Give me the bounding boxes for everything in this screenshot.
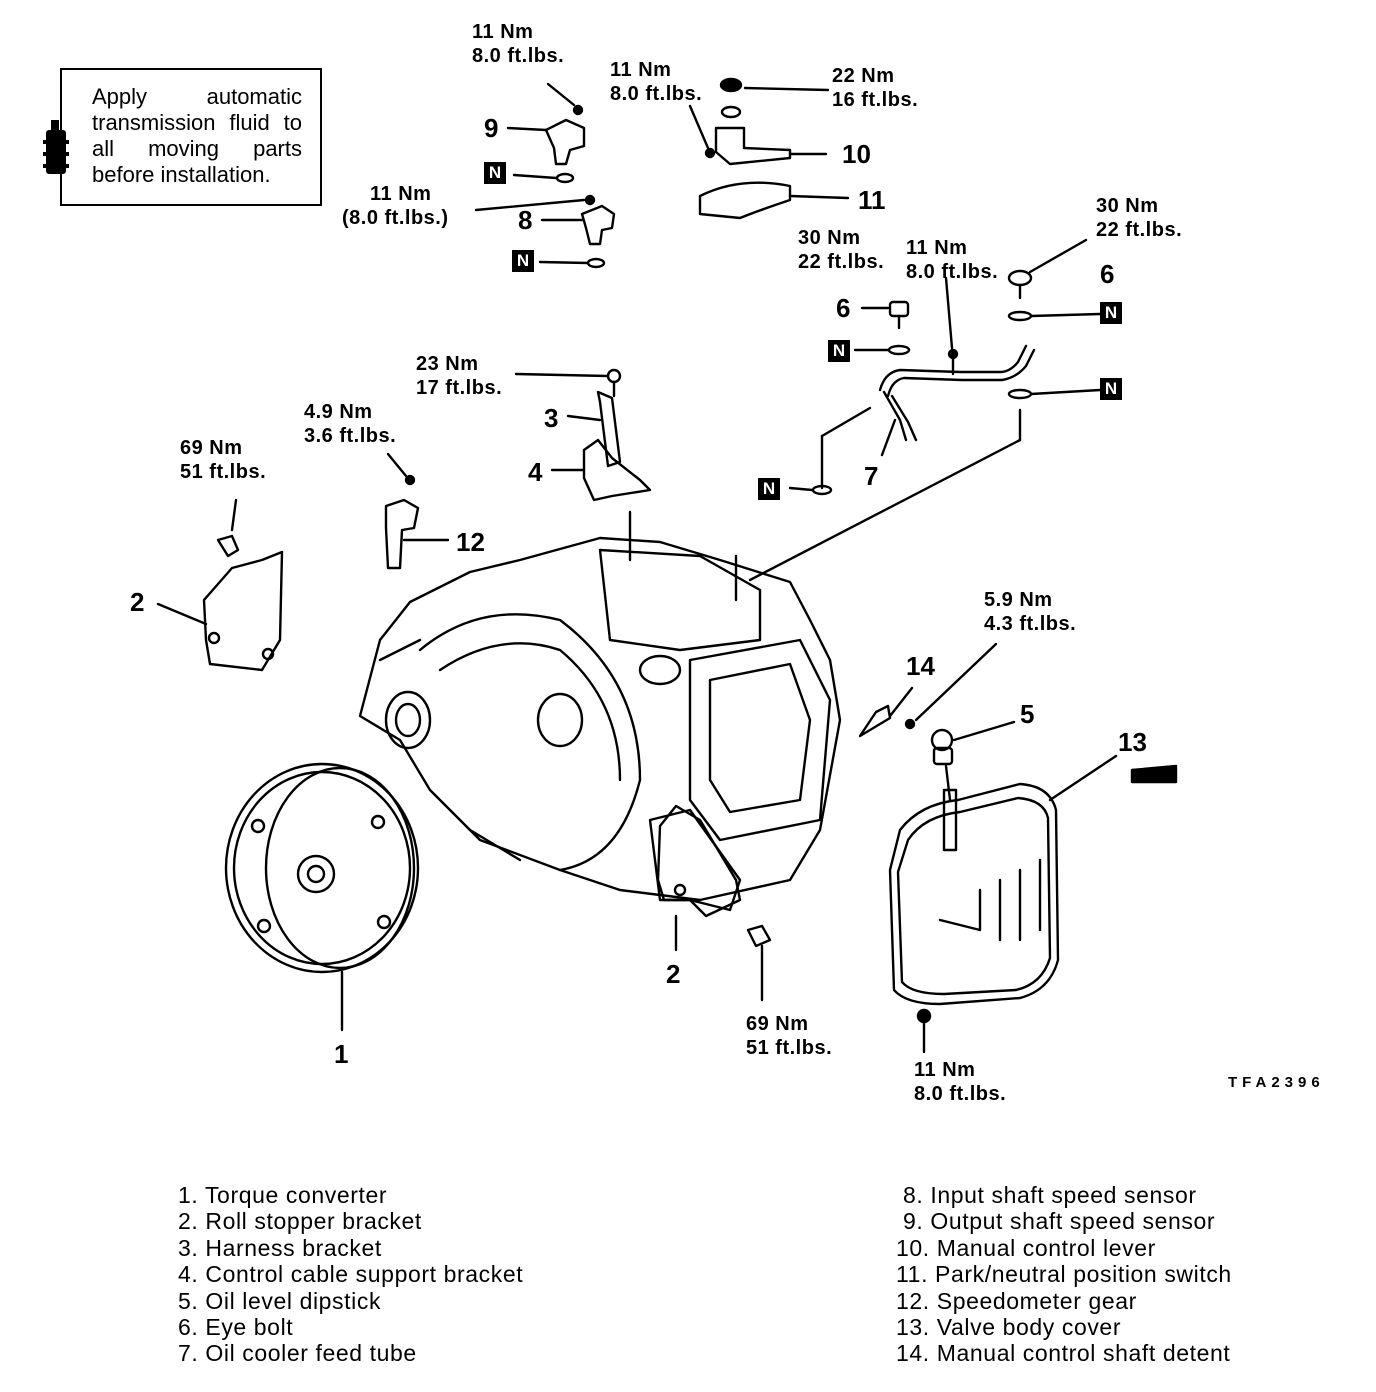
oil-cooler-tube-assembly	[748, 238, 1102, 582]
n-marker-6-left: N	[828, 340, 850, 362]
torque-14-nm: 5.9 Nm	[984, 589, 1053, 611]
torque-8-nm: 11 Nm	[370, 183, 432, 205]
torque-10w-ft: 16 ft.lbs.	[832, 89, 919, 111]
legend-item: 4. Control cable support bracket	[178, 1261, 524, 1288]
torque-9-ft: 8.0 ft.lbs.	[472, 45, 565, 67]
transmission-case	[358, 510, 842, 912]
torque-3-ft: 17 ft.lbs.	[416, 377, 503, 399]
legend-item: 5. Oil level dipstick	[178, 1287, 382, 1314]
valve-body-cover	[888, 754, 1178, 1054]
atf-note-box: Apply automatic transmission fluid to al…	[60, 68, 322, 206]
torque-6b-nm: 30 Nm	[1096, 195, 1159, 217]
torque-10-ft: 8.0 ft.lbs.	[610, 83, 703, 105]
roll-stopper-bracket-left	[156, 498, 284, 672]
torque-6a-nm: 30 Nm	[798, 227, 861, 249]
legend-item: 9. Output shaft speed sensor	[896, 1208, 1216, 1235]
torque-2a-nm: 69 Nm	[180, 437, 243, 459]
torque-13-ft: 8.0 ft.lbs.	[914, 1083, 1007, 1105]
n-marker-8: N	[512, 250, 534, 272]
torque-6a-ft: 22 ft.lbs.	[798, 251, 885, 273]
legend-item: 7. Oil cooler feed tube	[178, 1340, 417, 1367]
part-number-13: 13	[1118, 727, 1147, 757]
legend-left: 1. Torque converter 2. Roll stopper brac…	[178, 1182, 523, 1367]
torque-10w-nm: 22 Nm	[832, 65, 895, 87]
part-number-8: 8	[518, 205, 533, 235]
torque-2a-ft: 51 ft.lbs.	[180, 461, 267, 483]
torque-8-ft: (8.0 ft.lbs.)	[342, 207, 449, 229]
part-number-6-right: 6	[1100, 259, 1115, 289]
part-number-3: 3	[544, 403, 559, 433]
legend-item: 6. Eye bolt	[178, 1314, 294, 1341]
n-marker-7: N	[758, 478, 780, 500]
part-number-2-lower: 2	[666, 959, 681, 989]
legend-item: 13. Valve body cover	[896, 1314, 1122, 1341]
torque-9-nm: 11 Nm	[472, 21, 534, 43]
roll-stopper-bracket-lower	[656, 804, 772, 1002]
torque-converter	[224, 762, 420, 1032]
manual-control-shaft-detent	[858, 642, 998, 738]
part-number-11: 11	[858, 185, 886, 215]
torque-12-nm: 4.9 Nm	[304, 401, 373, 423]
n-marker-6-lower: N	[1100, 378, 1122, 400]
n-marker-9: N	[484, 162, 506, 184]
atf-note-text: Apply automatic transmission fluid to al…	[92, 84, 302, 187]
oil-level-dipstick	[930, 720, 1016, 852]
torque-12-ft: 3.6 ft.lbs.	[304, 425, 397, 447]
part-number-9: 9	[484, 113, 499, 143]
part-number-5: 5	[1020, 699, 1035, 729]
torque-7-ft: 8.0 ft.lbs.	[906, 261, 999, 283]
legend-item: 10. Manual control lever	[896, 1234, 1156, 1261]
part-number-4: 4	[528, 457, 543, 487]
harness-and-cable-brackets	[514, 368, 652, 502]
torque-14-ft: 4.3 ft.lbs.	[984, 613, 1077, 635]
part-number-6-left: 6	[836, 293, 851, 323]
legend-item: 14. Manual control shaft detent	[896, 1340, 1231, 1367]
legend-right: 8. Input shaft speed sensor 9. Output sh…	[896, 1182, 1232, 1367]
legend-item: 2. Roll stopper bracket	[178, 1208, 422, 1235]
torque-3-nm: 23 Nm	[416, 353, 479, 375]
output-shaft-speed-sensor	[506, 82, 586, 184]
speedometer-gear	[384, 452, 450, 570]
part-number-14: 14	[906, 651, 935, 681]
part-number-1: 1	[334, 1039, 349, 1069]
input-shaft-speed-sensor	[474, 194, 616, 269]
legend-item: 3. Harness bracket	[178, 1234, 382, 1261]
torque-10-nm: 11 Nm	[610, 59, 672, 81]
legend-item: 11. Park/neutral position switch	[896, 1261, 1232, 1288]
part-number-10: 10	[842, 139, 871, 169]
part-number-7: 7	[864, 461, 879, 491]
torque-6b-ft: 22 ft.lbs.	[1096, 219, 1183, 241]
torque-13-nm: 11 Nm	[914, 1059, 976, 1081]
part-number-12: 12	[456, 527, 485, 557]
legend-item: 12. Speedometer gear	[896, 1287, 1137, 1314]
manual-lever-and-switch	[688, 77, 850, 220]
legend-item: 8. Input shaft speed sensor	[896, 1182, 1197, 1208]
torque-2b-nm: 69 Nm	[746, 1013, 809, 1035]
legend-item: 1. Torque converter	[178, 1182, 388, 1208]
figure-code: TFA2396	[1228, 1074, 1325, 1091]
n-marker-6-upper: N	[1100, 302, 1122, 324]
torque-2b-ft: 51 ft.lbs.	[746, 1037, 833, 1059]
part-number-2-left: 2	[130, 587, 145, 617]
torque-7-nm: 11 Nm	[906, 237, 968, 259]
